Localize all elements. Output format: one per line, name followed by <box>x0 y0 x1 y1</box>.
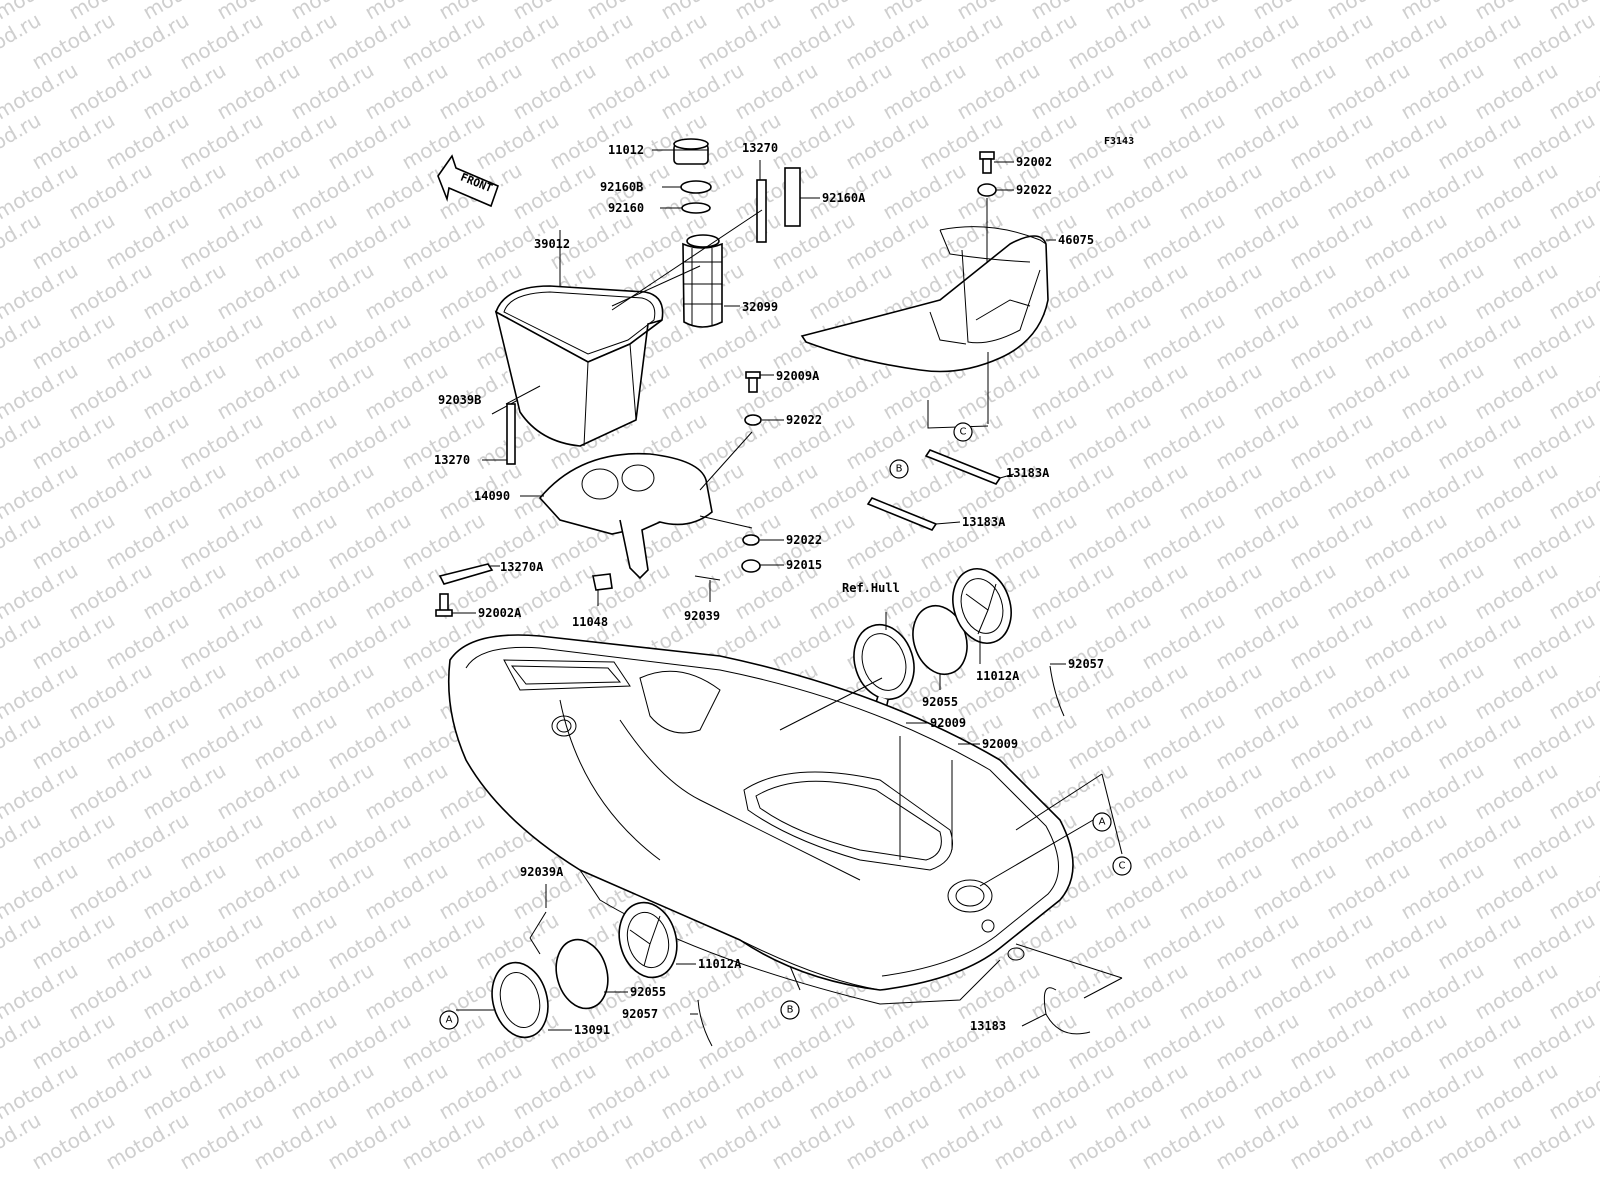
callout-b-top: B <box>889 459 909 479</box>
label-13270-left: 13270 <box>434 453 470 467</box>
label-11012A-left: 11012A <box>698 957 742 971</box>
seal-92160B <box>680 180 712 194</box>
svg-text:B: B <box>896 464 903 475</box>
cord-92057-right <box>1049 665 1065 717</box>
label-92022-mid: 92022 <box>786 413 822 427</box>
callout-c-top: C <box>953 422 973 442</box>
label-92039B: 92039B <box>438 393 481 407</box>
cap-11012 <box>673 138 709 165</box>
label-92009A: 92009A <box>776 369 820 383</box>
label-leader-lines <box>452 149 1066 1031</box>
label-11012A-right: 11012A <box>976 669 1020 683</box>
label-92022-top: 92022 <box>1016 183 1052 197</box>
callout-a-right: A <box>1092 812 1112 832</box>
hatch-ring-13091 <box>491 961 549 1039</box>
storage-bin-39012 <box>494 285 664 447</box>
label-92002: 92002 <box>1016 155 1052 169</box>
hatch-cover-11012A-right <box>952 568 1012 644</box>
seat-46075 <box>800 226 1049 373</box>
label-92039A: 92039A <box>520 865 564 879</box>
label-11012: 11012 <box>608 143 644 157</box>
label-13091: 13091 <box>574 1023 610 1037</box>
pin-92039 <box>694 575 721 581</box>
cover-14090 <box>538 452 713 580</box>
label-13183A-2: 13183A <box>962 515 1006 529</box>
svg-text:A: A <box>446 1015 453 1026</box>
pin-92039B <box>491 399 519 415</box>
plate-13270A <box>438 563 494 585</box>
label-39012: 39012 <box>534 237 570 251</box>
label-92009-1: 92009 <box>930 716 966 730</box>
label-92002A: 92002A <box>478 606 522 620</box>
seal-92160 <box>681 202 711 214</box>
bracket-11048 <box>592 573 613 591</box>
leader-bin-strip <box>611 209 763 311</box>
strip-13270-top <box>756 179 767 243</box>
label-46075: 46075 <box>1058 233 1094 247</box>
leader-cover-washer <box>699 431 753 491</box>
label-92015: 92015 <box>786 558 822 572</box>
hatch-cover-11012A-left <box>618 901 678 979</box>
callout-b-bottom: B <box>780 1000 800 1020</box>
drain-tube-32099 <box>682 234 723 328</box>
label-ref-hull: Ref.Hull <box>842 581 900 595</box>
label-92160B: 92160B <box>600 180 643 194</box>
strap-13183A-1 <box>924 449 1002 485</box>
pad-92160A <box>784 167 801 227</box>
label-92057-right: 92057 <box>1068 657 1104 671</box>
label-92039: 92039 <box>684 609 720 623</box>
label-92022-low: 92022 <box>786 533 822 547</box>
nut-92015 <box>741 559 761 573</box>
bolt-92002 <box>979 151 995 174</box>
label-92055-right: 92055 <box>922 695 958 709</box>
washer-92022-top <box>977 183 997 197</box>
cord-92057-left <box>697 999 713 1047</box>
hull-deck <box>447 634 1074 1005</box>
label-32099: 32099 <box>742 300 778 314</box>
label-11048: 11048 <box>572 615 608 629</box>
label-13270-top: 13270 <box>742 141 778 155</box>
label-92055-left: 92055 <box>630 985 666 999</box>
hull-leader-lines <box>456 612 1123 1011</box>
leader-cover-nut <box>699 515 753 529</box>
callout-c-right: C <box>1112 856 1132 876</box>
svg-text:C: C <box>960 427 967 438</box>
label-92160A: 92160A <box>822 191 866 205</box>
svg-text:B: B <box>787 1005 794 1016</box>
label-14090: 14090 <box>474 489 510 503</box>
svg-text:C: C <box>1119 861 1126 872</box>
svg-text:A: A <box>1099 817 1106 828</box>
diagram-code: F3143 <box>1104 136 1134 147</box>
label-92009-2: 92009 <box>982 737 1018 751</box>
strip-13270-left <box>506 403 516 465</box>
label-13183: 13183 <box>970 1019 1006 1033</box>
washer-92022-low <box>742 534 760 546</box>
callout-a-left: A <box>439 1010 459 1030</box>
label-13270A: 13270A <box>500 560 544 574</box>
strap-13183A-2 <box>866 497 938 531</box>
part-labels: 11012 13270 92160B 92160A 92160 39012 32… <box>434 141 1104 1037</box>
seal-92055-left <box>555 938 609 1010</box>
leader-bin-tube <box>611 265 701 307</box>
label-92160: 92160 <box>608 201 644 215</box>
label-92057-left: 92057 <box>622 1007 658 1021</box>
label-13183A-1: 13183A <box>1006 466 1050 480</box>
washer-92022-mid <box>744 414 762 426</box>
leader-bin-pin <box>505 385 541 405</box>
